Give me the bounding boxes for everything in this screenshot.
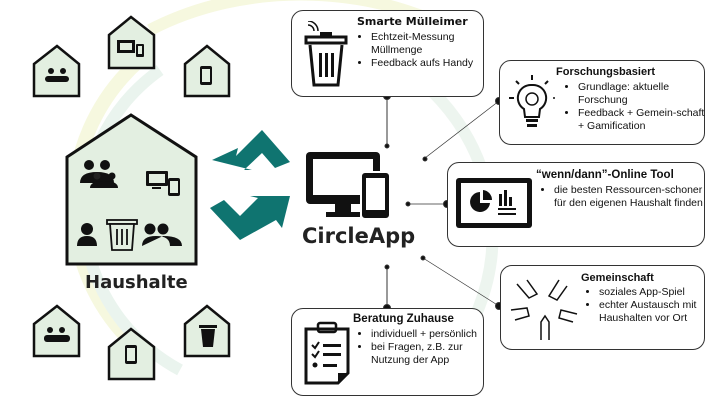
feature-bullet: bei Fragen, z.B. zur Nutzung der App	[371, 341, 491, 367]
feature-title: Smarte Mülleimer	[357, 15, 468, 28]
feature-box-research: Forschungsbasiert Grundlage: aktuelle Fo…	[499, 60, 705, 145]
smart-bin-icon	[304, 21, 348, 87]
dashboard-chart-icon	[456, 178, 532, 228]
arrow-top-icon	[212, 130, 290, 170]
feature-title: Gemeinschaft	[581, 272, 654, 284]
feature-box-online-tool: “wenn/dann”-Online Tool die besten Resso…	[447, 162, 705, 247]
feature-title: Beratung Zuhause	[353, 313, 454, 325]
feature-title: “wenn/dann”-Online Tool	[536, 169, 674, 181]
feature-box-home-consulting: Beratung Zuhause individuell + persönlic…	[291, 308, 484, 396]
circleapp-devices-icon	[306, 152, 391, 220]
feature-box-smart-bins: Smarte Mülleimer Echtzeit-Messung Müllme…	[291, 10, 484, 97]
households-label: Haushalte	[85, 272, 188, 293]
feature-bullet: Feedback aufs Handy	[371, 57, 491, 70]
feature-box-community: Gemeinschaft soziales App-Spielechter Au…	[500, 265, 705, 350]
hands-circle-icon	[510, 279, 578, 340]
arrow-bottom-icon	[210, 196, 290, 240]
smart-bin-small-icon	[106, 219, 138, 251]
circleapp-label: CircleApp	[302, 224, 416, 248]
lightbulb-brain-icon	[509, 75, 555, 127]
feature-bullet: Echtzeit-Messung Müllmenge	[371, 31, 491, 57]
feature-title: Forschungsbasiert	[556, 66, 656, 78]
feature-bullet: echter Austausch mit Haushalten vor Ort	[599, 299, 711, 325]
cycle-arrows	[210, 130, 290, 240]
feature-bullet: Feedback + Gemein-schaft + Gamification	[578, 107, 708, 133]
small-houses	[32, 15, 231, 381]
clipboard-checklist-icon	[304, 321, 350, 385]
feature-bullet: individuell + persönlich	[371, 328, 491, 341]
feature-bullet: soziales App-Spiel	[599, 286, 711, 299]
feature-bullet: Grundlage: aktuelle Forschung	[578, 81, 708, 107]
big-house	[65, 113, 198, 266]
feature-bullet: die besten Ressourcen-schoner für den ei…	[554, 184, 704, 210]
